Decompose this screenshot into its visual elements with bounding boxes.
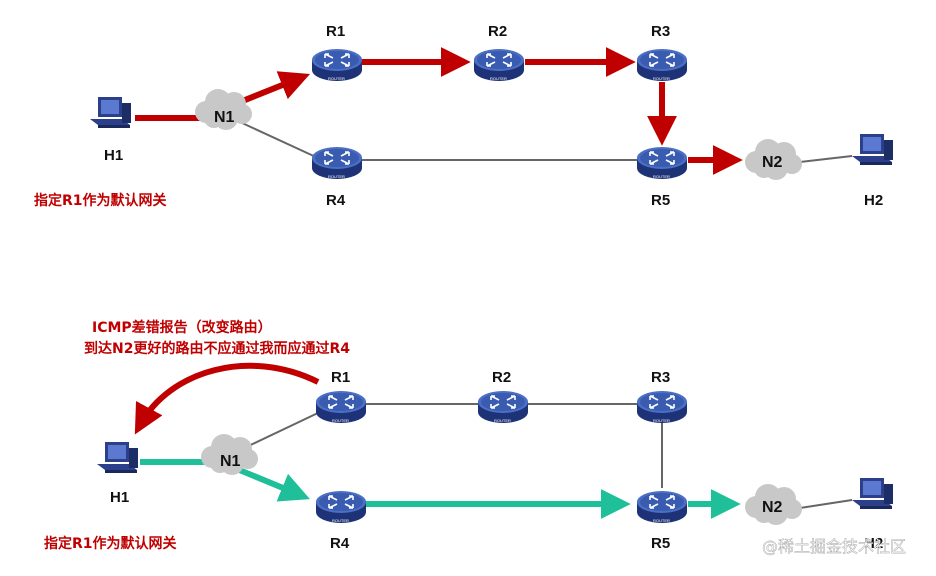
router-badge: ROUTER [332, 418, 349, 423]
top-network-n1-label: N1 [214, 109, 235, 126]
top-host-h1: H1 [90, 97, 131, 164]
bottom-gateway-note: 指定R1作为默认网关 [44, 535, 177, 552]
bottom-host-h1: H1 [97, 442, 138, 506]
computer-icon [852, 478, 893, 509]
top-router-r4: ROUTER R4 [311, 146, 363, 209]
top-router-r5: ROUTER R5 [636, 146, 688, 209]
bottom-network-n1-label: N1 [220, 453, 241, 470]
top-router-r1-label: R1 [326, 23, 345, 40]
icmp-note-line1: ICMP差错报告（改变路由） [92, 319, 272, 336]
computer-icon [97, 442, 138, 473]
router-badge: ROUTER [653, 418, 670, 423]
top-router-r2: ROUTER R2 [473, 23, 525, 82]
bottom-diagram: ICMP差错报告（改变路由） 到达N2更好的路由不应通过我而应通过R4 N1 N… [44, 319, 893, 552]
top-link-n2-h2 [799, 155, 853, 163]
watermark: @稀土掘金技术社区 [762, 537, 906, 556]
top-diagram: N1 N2 H1 H2 ROUTER R1 ROUTER R2 ROUTER [34, 23, 893, 209]
router-badge: ROUTER [494, 418, 511, 423]
router-badge: ROUTER [653, 174, 670, 179]
router-badge: ROUTER [490, 76, 507, 81]
top-network-n2-label: N2 [762, 154, 783, 171]
router-badge: ROUTER [328, 76, 345, 81]
top-router-r2-label: R2 [488, 23, 507, 40]
icmp-note-line2: 到达N2更好的路由不应通过我而应通过R4 [84, 340, 350, 357]
bottom-network-n2: N2 [745, 484, 802, 525]
bottom-router-r4-label: R4 [330, 535, 350, 552]
top-host-h2: H2 [852, 134, 893, 209]
top-router-r4-label: R4 [326, 192, 346, 209]
bottom-router-r5: ROUTER R5 [636, 490, 688, 552]
bottom-router-r3-label: R3 [651, 369, 670, 386]
bottom-link-n1-r1 [239, 411, 321, 451]
bottom-host-h2-label: H2 [864, 535, 883, 552]
bottom-network-n2-label: N2 [762, 499, 783, 516]
top-network-n2: N2 [745, 139, 802, 180]
bottom-router-r1-label: R1 [331, 369, 350, 386]
bottom-host-h2: H2 [852, 478, 893, 552]
router-badge: ROUTER [653, 518, 670, 523]
bottom-router-r2-label: R2 [492, 369, 511, 386]
icmp-redirect-arrow [134, 362, 320, 435]
bottom-router-r2: ROUTER R2 [477, 369, 529, 424]
bottom-router-r3: ROUTER R3 [636, 369, 688, 424]
router-badge: ROUTER [328, 174, 345, 179]
top-host-h1-label: H1 [104, 147, 123, 164]
top-router-r3: ROUTER R3 [636, 23, 688, 82]
top-gateway-note: 指定R1作为默认网关 [34, 192, 167, 209]
top-link-n1-r4 [239, 121, 319, 159]
top-host-h2-label: H2 [864, 192, 883, 209]
bottom-router-r5-label: R5 [651, 535, 670, 552]
bottom-router-r1: ROUTER R1 [315, 369, 367, 424]
computer-icon [852, 134, 893, 165]
router-badge: ROUTER [653, 76, 670, 81]
bottom-router-r4: ROUTER R4 [315, 490, 367, 552]
top-router-r3-label: R3 [651, 23, 670, 40]
computer-icon [90, 97, 131, 128]
top-router-r5-label: R5 [651, 192, 670, 209]
router-badge: ROUTER [332, 518, 349, 523]
top-network-n1: N1 [195, 89, 252, 130]
bottom-link-n2-h2 [799, 499, 853, 509]
top-router-r1: ROUTER R1 [311, 23, 363, 82]
bottom-network-n1: N1 [201, 434, 258, 475]
bottom-host-h1-label: H1 [110, 489, 129, 506]
